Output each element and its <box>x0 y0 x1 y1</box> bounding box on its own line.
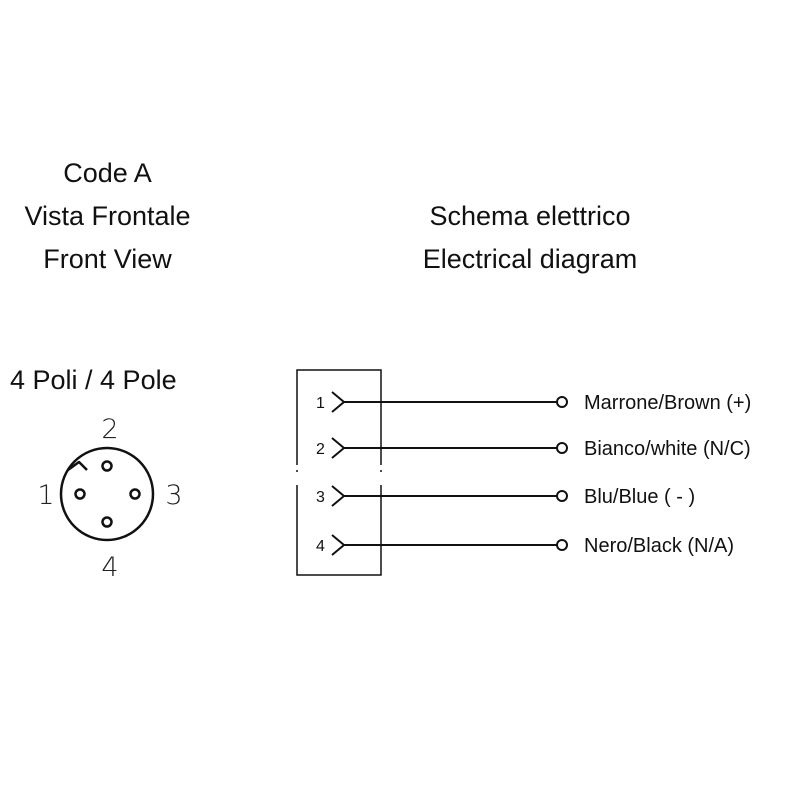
diagram-title-it: Schema elettrico <box>429 201 631 231</box>
code-label: Code A <box>63 158 152 188</box>
wiring-schematic: 1 Marrone/Brown (+) 2 Bianco/white (N/C)… <box>296 369 751 576</box>
pole-count-label: 4 Poli / 4 Pole <box>10 365 177 395</box>
pin-number-1: 1 <box>37 480 54 511</box>
wire-label-4: Nero/Black (N/A) <box>584 535 734 557</box>
pin-hole-2 <box>101 460 113 472</box>
terminal-4 <box>556 539 568 551</box>
connector-front-view: 2 1 3 4 <box>37 414 182 583</box>
wire-label-3: Blu/Blue ( - ) <box>584 486 695 508</box>
pin-hole-1 <box>74 488 86 500</box>
pin-number-4: 4 <box>101 552 118 583</box>
wire-number-1: 1 <box>316 395 325 412</box>
wire-1: 1 Marrone/Brown (+) <box>316 391 751 414</box>
pin-hole-3 <box>129 488 141 500</box>
wire-label-2: Bianco/white (N/C) <box>584 438 751 460</box>
pin-number-2: 2 <box>101 414 118 445</box>
wire-number-2: 2 <box>316 441 325 458</box>
wire-number-3: 3 <box>316 489 325 506</box>
pin-hole-4 <box>101 516 113 528</box>
front-view-heading: Code A Vista Frontale Front View <box>0 152 215 281</box>
pin-number-3: 3 <box>165 480 182 511</box>
wire-3: 3 Blu/Blue ( - ) <box>316 485 695 508</box>
wire-label-1: Marrone/Brown (+) <box>584 392 751 414</box>
contact-symbol-2 <box>331 437 346 459</box>
connector-housing <box>296 369 382 576</box>
front-view-title-en: Front View <box>43 244 172 274</box>
front-view-title-it: Vista Frontale <box>24 201 191 231</box>
connector-body <box>59 446 155 542</box>
contact-symbol-1 <box>331 391 346 413</box>
contact-symbol-3 <box>331 485 346 507</box>
diagram-title-en: Electrical diagram <box>422 244 638 274</box>
terminal-3 <box>556 490 568 502</box>
terminal-1 <box>556 396 568 408</box>
contact-symbol-4 <box>331 534 346 556</box>
wire-2: 2 Bianco/white (N/C) <box>316 437 751 460</box>
wire-4: 4 Nero/Black (N/A) <box>316 534 734 557</box>
terminal-2 <box>556 442 568 454</box>
electrical-diagram-heading: Schema elettrico Electrical diagram <box>380 195 680 281</box>
coding-key-notch <box>67 460 88 472</box>
wire-number-4: 4 <box>316 538 325 555</box>
